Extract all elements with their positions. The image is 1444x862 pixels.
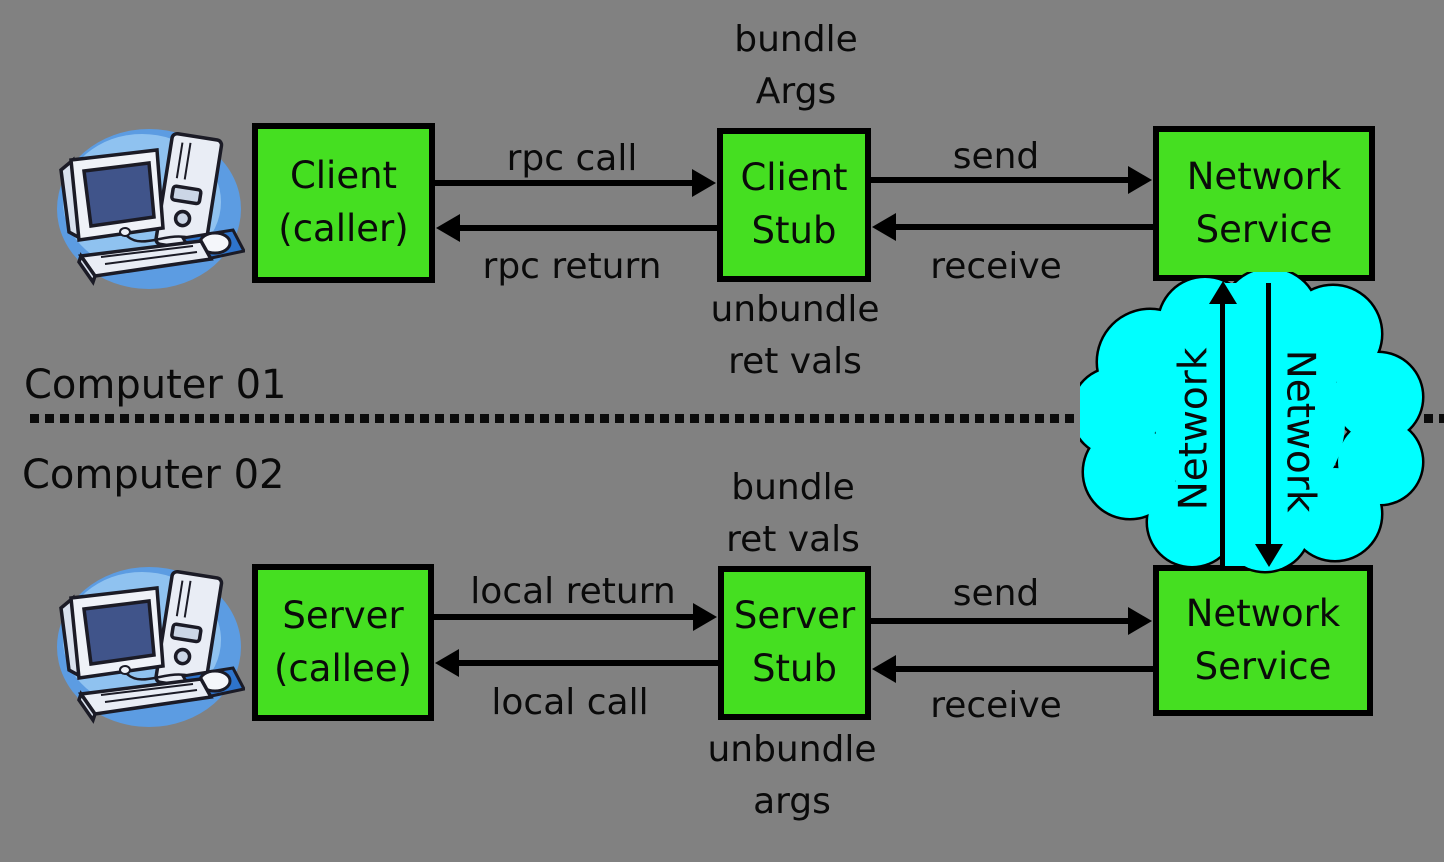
server-box-line1: Server [282, 593, 404, 637]
server-box: Server (callee) [252, 564, 434, 721]
network-service-bottom-line2: Service [1194, 644, 1332, 688]
server-stub-line2: Stub [752, 647, 837, 690]
bundle-args-line2: Args [755, 71, 837, 113]
network-channel [1223, 283, 1269, 566]
send-bottom-arrow [871, 607, 1152, 635]
network-down-arrow [1266, 283, 1271, 545]
network-up-label: Network [1171, 347, 1217, 511]
client-box: Client (caller) [252, 123, 435, 283]
unbundle-args-line1: unbundle [707, 729, 877, 770]
unbundle-args-annotation: unbundle args [707, 724, 876, 828]
rpc-call-arrow [435, 169, 716, 197]
computer-02-label: Computer 02 [22, 452, 285, 498]
network-service-top-line2: Service [1195, 207, 1333, 251]
network-up-arrow [1220, 302, 1225, 566]
receive-bottom-label: receive [930, 685, 1062, 726]
rpc-return-arrow [436, 214, 717, 242]
computer-icon [57, 129, 245, 289]
client-box-line1: Client [289, 154, 398, 198]
send-bottom-label: send [952, 573, 1040, 614]
server-stub-box: Server Stub [718, 566, 871, 720]
network-service-top-box: Network Service [1153, 126, 1375, 281]
unbundle-ret-vals-line1: unbundle [710, 289, 880, 330]
unbundle-args-line2: args [753, 781, 831, 823]
send-top-arrow [871, 166, 1152, 194]
bundle-ret-vals-annotation: bundle ret vals [726, 462, 860, 566]
client-stub-line2: Stub [751, 209, 837, 252]
server-stub-line1: Server [733, 594, 856, 638]
client-stub-box: Client Stub [717, 128, 871, 282]
client-box-line2: (caller) [278, 207, 409, 250]
network-down-label: Network [1277, 349, 1323, 513]
bundle-ret-vals-line2: ret vals [726, 519, 860, 561]
network-service-bottom-box: Network Service [1153, 565, 1373, 716]
unbundle-ret-vals-line2: ret vals [728, 341, 862, 383]
unbundle-ret-vals-annotation: unbundle ret vals [710, 284, 879, 388]
rpc-return-label: rpc return [482, 246, 662, 287]
receive-top-arrow [872, 213, 1153, 241]
local-return-label: local return [470, 571, 676, 612]
client-stub-line1: Client [740, 156, 848, 200]
rpc-call-label: rpc call [506, 138, 638, 179]
network-down-arrowhead [1255, 544, 1283, 567]
local-call-label: local call [491, 682, 649, 723]
computer-01-label: Computer 01 [24, 362, 287, 408]
server-box-line2: (callee) [274, 646, 412, 690]
local-return-arrow [434, 603, 717, 631]
network-up-arrowhead [1209, 281, 1237, 304]
network-service-top-line1: Network [1186, 154, 1342, 198]
receive-bottom-arrow [872, 655, 1153, 683]
bundle-ret-vals-line1: bundle [731, 467, 855, 508]
computer-icon [57, 567, 245, 727]
network-service-bottom-line1: Network [1185, 591, 1341, 635]
bundle-args-line1: bundle [734, 19, 858, 60]
send-top-label: send [952, 136, 1040, 177]
machine-boundary-dotted-line [30, 414, 1090, 423]
local-call-arrow [435, 649, 718, 677]
receive-top-label: receive [930, 246, 1062, 287]
bundle-args-annotation: bundle Args [734, 14, 858, 118]
machine-boundary-dotted-line-right [1424, 414, 1444, 423]
